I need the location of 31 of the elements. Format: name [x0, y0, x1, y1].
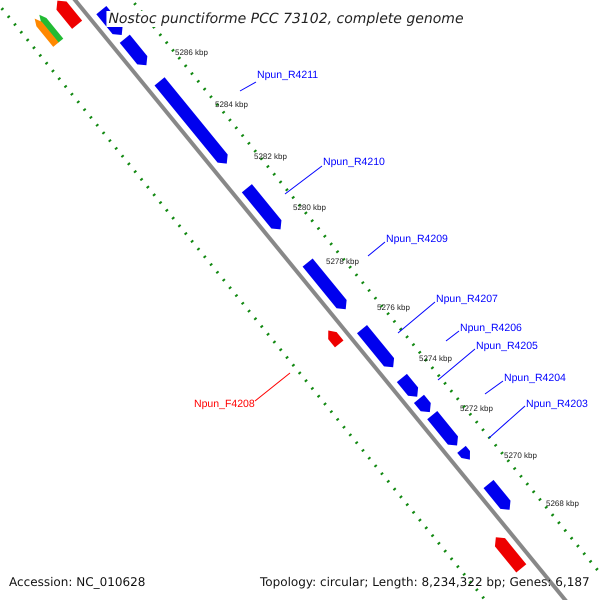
gene-label: Npun_R4204: [504, 373, 566, 384]
scale-label: 5284 kbp: [215, 101, 248, 109]
gene-label: Npun_F4208: [194, 399, 255, 410]
leader-line: [398, 302, 436, 334]
scale-label: 5272 kbp: [460, 405, 493, 413]
leader-line: [254, 372, 290, 402]
footer-text: Topology: circular; Length: 8,234,322 bp; Genes: 6,187: [260, 576, 590, 588]
scale-label: 5280 kbp: [293, 204, 326, 212]
gene-label: Npun_R4209: [386, 234, 448, 244]
scale-label: 5278 kbp: [326, 258, 359, 266]
scale-label: 5286 kbp: [175, 49, 208, 57]
gene-label: Npun_R4207: [436, 294, 498, 304]
gene-label: Npun_R4210: [323, 157, 385, 168]
gene-label: Npun_R4205: [476, 341, 538, 352]
gene-label: Npun_R4206: [460, 323, 522, 334]
scale-label: 5270 kbp: [504, 452, 537, 460]
scale-label: 5268 kbp: [546, 500, 579, 508]
leader-line: [446, 330, 460, 342]
genome-title: Nostoc punctiforme PCC 73102, complete genome: [106, 11, 466, 27]
leader-line: [438, 348, 476, 380]
leader-line: [484, 380, 504, 394]
scale-label: 5276 kbp: [377, 304, 410, 312]
scale-label: 5282 kbp: [254, 153, 287, 161]
footer-text: Accession: NC_010628: [9, 576, 146, 588]
scale-label: 5274 kbp: [419, 355, 452, 363]
leader-line: [284, 166, 322, 194]
leader-line: [368, 242, 386, 256]
leader-line: [240, 82, 256, 92]
gene-label: Npun_R4211: [257, 70, 318, 80]
gene-label: Npun_R4203: [526, 399, 588, 410]
leader-line: [488, 406, 526, 438]
